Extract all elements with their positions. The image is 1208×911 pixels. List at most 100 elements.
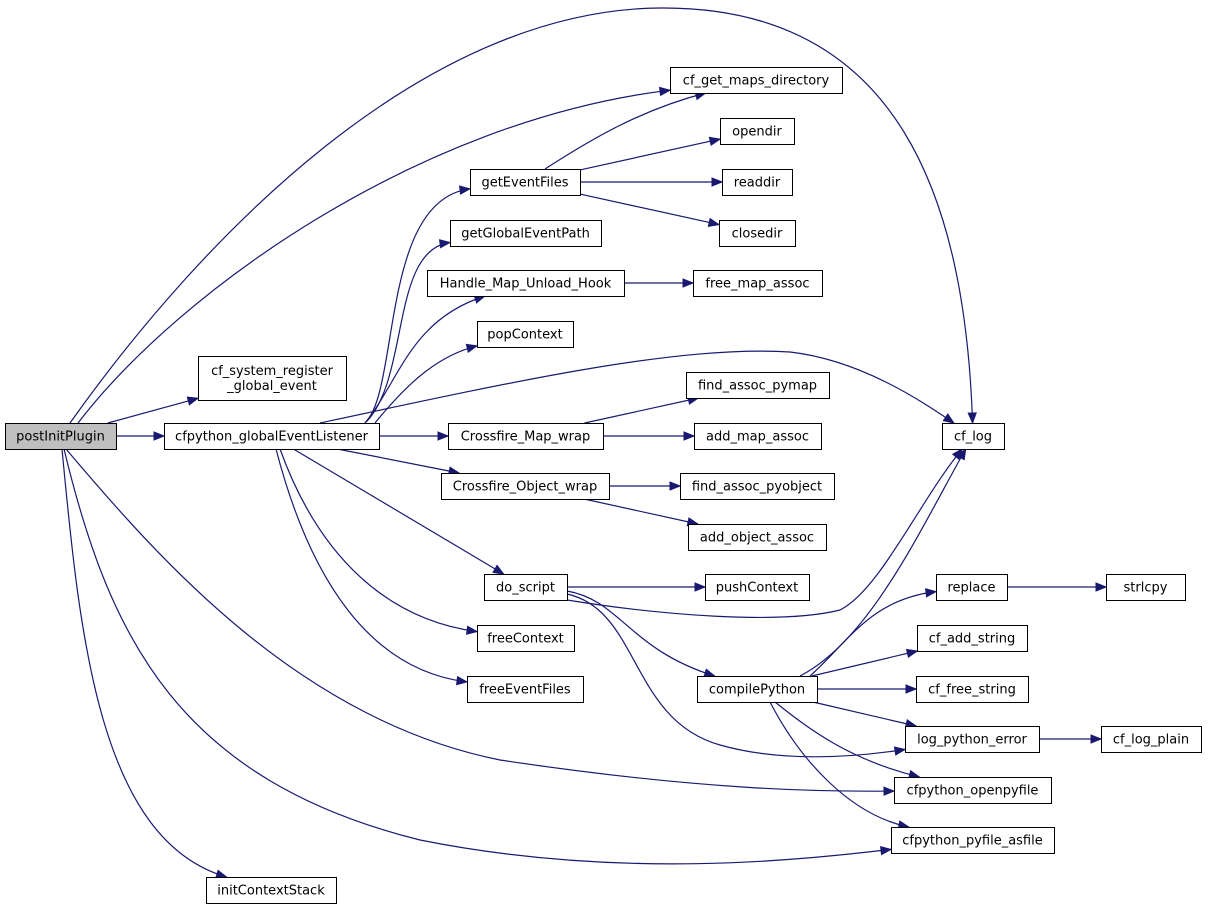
edge-cfpython-global-event-listener-to-get-event-files — [364, 188, 471, 424]
node-pop-context[interactable]: popContext — [477, 321, 574, 348]
arrowhead-cf-add-string — [905, 648, 919, 659]
edge-post-init-plugin-to-init-context-stack — [61, 448, 227, 878]
node-label: strlcpy — [1124, 581, 1168, 596]
node-init-context-stack[interactable]: initContextStack — [206, 877, 337, 904]
node-box — [916, 676, 1029, 703]
node-label: readdir — [734, 176, 781, 191]
node-free-event-files[interactable]: freeEventFiles — [467, 676, 584, 703]
arrowhead-free-event-files — [456, 675, 469, 686]
node-box — [697, 676, 818, 703]
node-add-map-assoc[interactable]: add_map_assoc — [694, 423, 822, 450]
node-find-assoc-pymap[interactable]: find_assoc_pymap — [686, 372, 830, 399]
node-label: freeEventFiles — [479, 683, 571, 698]
arrowhead-add-map-assoc — [683, 431, 696, 441]
node-cf-free-string[interactable]: cf_free_string — [916, 676, 1029, 703]
node-find-assoc-pyobject[interactable]: find_assoc_pyobject — [680, 473, 835, 500]
node-box — [688, 524, 827, 551]
node-label: pushContext — [716, 581, 798, 596]
arrowhead-find-assoc-pyobject — [669, 481, 682, 491]
node-handle-map-unload-hook[interactable]: Handle_Map_Unload_Hook — [427, 270, 625, 297]
node-label: cf_get_maps_directory — [683, 74, 830, 89]
node-box — [477, 625, 575, 652]
node-crossfire-object-wrap[interactable]: Crossfire_Object_wrap — [441, 473, 610, 500]
node-do-script[interactable]: do_script — [484, 574, 568, 601]
node-cf-system-register-global-event[interactable]: cf_system_register_global_event — [198, 356, 347, 401]
node-log-python-error[interactable]: log_python_error — [905, 726, 1040, 753]
edge-cfpython-global-event-listener-to-do-script — [293, 448, 504, 575]
node-box — [477, 321, 574, 348]
arrowhead-cfpython-global-event-listener — [153, 431, 166, 441]
arrowhead-init-context-stack — [215, 869, 228, 879]
node-label: add_object_assoc — [700, 531, 814, 546]
node-box — [467, 676, 584, 703]
arrowhead-free-context — [465, 625, 479, 635]
node-label: getEventFiles — [481, 176, 568, 191]
arrowhead-cfpython-pyfile-asfile — [880, 845, 893, 856]
edge-cfpython-global-event-listener-to-handle-map-unload-hook — [364, 295, 486, 424]
edge-do-script-to-log-python-error — [566, 593, 906, 758]
arrowhead-strlcpy — [1095, 582, 1108, 592]
node-strlcpy[interactable]: strlcpy — [1106, 574, 1186, 601]
node-box — [720, 118, 795, 145]
node-box — [427, 270, 625, 297]
arrowhead-cf-log-plain — [1090, 734, 1103, 744]
edge-post-init-plugin-to-cf-system-register-global-event — [107, 397, 199, 424]
node-cf-log[interactable]: cf_log — [942, 423, 1005, 450]
node-cf-log-plain[interactable]: cf_log_plain — [1101, 726, 1202, 753]
edge-cfpython-global-event-listener-to-free-event-files — [275, 448, 468, 683]
node-push-context[interactable]: pushContext — [705, 574, 810, 601]
arrowhead-pop-context — [465, 343, 479, 353]
node-cfpython-pyfile-asfile[interactable]: cfpython_pyfile_asfile — [891, 827, 1055, 854]
node-box — [670, 67, 843, 94]
node-free-map-assoc[interactable]: free_map_assoc — [693, 270, 823, 297]
node-label: freeContext — [487, 632, 564, 647]
node-box — [5, 423, 117, 450]
node-label: initContextStack — [217, 884, 325, 899]
node-free-context[interactable]: freeContext — [477, 625, 575, 652]
node-opendir[interactable]: opendir — [720, 118, 795, 145]
node-cfpython-openpyfile[interactable]: cfpython_openpyfile — [894, 777, 1052, 804]
edge-compile-python-to-cfpython-openpyfile — [774, 701, 920, 778]
node-box — [891, 827, 1055, 854]
arrowhead-replace — [924, 588, 938, 598]
node-replace[interactable]: replace — [936, 574, 1008, 601]
edge-crossfire-map-wrap-to-find-assoc-pymap — [584, 397, 699, 424]
node-box — [917, 625, 1028, 652]
node-box — [680, 473, 835, 500]
node-box — [686, 372, 830, 399]
edge-compile-python-to-cfpython-pyfile-asfile — [769, 701, 909, 828]
arrowhead-crossfire-map-wrap — [437, 431, 450, 441]
node-add-object-assoc[interactable]: add_object_assoc — [688, 524, 827, 551]
node-label: cfpython_pyfile_asfile — [902, 834, 1042, 849]
node-compile-python[interactable]: compilePython — [697, 676, 818, 703]
node-cfpython-global-event-listener[interactable]: cfpython_globalEventListener — [164, 423, 380, 450]
edge-cfpython-global-event-listener-to-get-global-event-path — [364, 241, 451, 424]
edge-get-event-files-to-cf-get-maps-directory — [544, 92, 706, 170]
node-get-global-event-path[interactable]: getGlobalEventPath — [450, 220, 602, 247]
arrowhead-cf-free-string — [905, 684, 918, 694]
node-label: cfpython_openpyfile — [907, 784, 1039, 799]
arrowhead-get-event-files — [458, 185, 472, 195]
node-readdir[interactable]: readdir — [722, 169, 793, 196]
node-label: Crossfire_Map_wrap — [461, 430, 591, 445]
node-post-init-plugin[interactable]: postInitPlugin — [5, 423, 117, 450]
node-label: cfpython_globalEventListener — [175, 430, 369, 445]
node-label: cf_system_register — [211, 364, 334, 379]
edge-compile-python-to-cf-log — [799, 448, 967, 677]
node-crossfire-map-wrap[interactable]: Crossfire_Map_wrap — [448, 423, 604, 450]
node-get-event-files[interactable]: getEventFiles — [470, 169, 581, 196]
edge-compile-python-to-replace — [809, 590, 937, 677]
arrowhead-cfpython-openpyfile — [883, 786, 896, 796]
node-closedir[interactable]: closedir — [719, 220, 796, 247]
node-box — [484, 574, 568, 601]
node-label: cf_log_plain — [1113, 733, 1189, 748]
edge-post-init-plugin-to-cfpython-pyfile-asfile — [63, 448, 892, 865]
node-box — [450, 220, 602, 247]
edge-get-event-files-to-closedir — [579, 193, 720, 226]
node-cf-get-maps-directory[interactable]: cf_get_maps_directory — [670, 67, 843, 94]
node-label: getGlobalEventPath — [461, 227, 590, 242]
function-nodes: postInitPlugin cf_system_register_global_… — [5, 67, 1202, 904]
call-edges — [61, 7, 1108, 879]
node-cf-add-string[interactable]: cf_add_string — [917, 625, 1028, 652]
